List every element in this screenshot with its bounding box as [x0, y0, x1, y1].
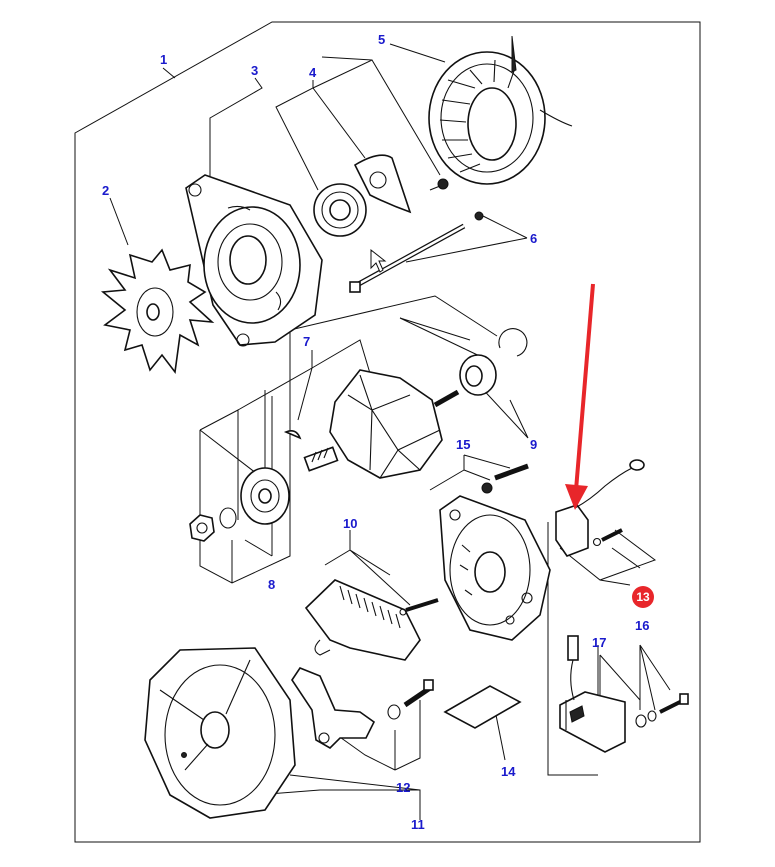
gasket — [443, 685, 522, 729]
retainer-screw — [429, 178, 449, 191]
bracket-screw — [481, 463, 529, 494]
woodruff-key — [283, 430, 302, 440]
callout-14: 14 — [501, 764, 516, 779]
regulator-screw — [635, 693, 689, 728]
front-bearing — [313, 183, 367, 237]
callout-17: 17 — [592, 635, 606, 650]
callout-16: 16 — [635, 618, 649, 633]
callout-13-badge — [632, 586, 654, 608]
highlight-arrow — [565, 283, 595, 510]
cooling-fan — [100, 248, 215, 375]
suppressor-capacitor — [555, 459, 645, 557]
mouse-cursor-icon — [370, 248, 387, 273]
callout-2: 2 — [102, 183, 109, 198]
slip-ring-end-housing — [439, 495, 551, 641]
rotor — [303, 369, 460, 479]
lock-washer — [219, 507, 237, 529]
callout-11: 11 — [411, 817, 425, 832]
callout-4: 4 — [309, 65, 317, 80]
bracket-bolt — [387, 679, 434, 720]
bearing-retainer-plate — [353, 154, 412, 214]
callout-7: 7 — [303, 334, 310, 349]
callout-13: 13 — [636, 590, 650, 604]
mounting-bracket — [291, 667, 376, 749]
leader-lines — [109, 43, 671, 820]
stator — [428, 35, 573, 185]
callout-3: 3 — [251, 63, 258, 78]
callout-1: 1 — [160, 52, 167, 67]
callout-9: 9 — [530, 437, 537, 452]
rear-cover — [144, 647, 296, 819]
callout-labels: 1 2 3 4 5 6 7 8 9 10 11 12 13 14 15 16 1… — [102, 32, 654, 832]
rear-bearing — [459, 354, 497, 396]
through-bolt — [349, 211, 484, 293]
callout-12: 12 — [396, 780, 410, 795]
callout-15: 15 — [456, 437, 470, 452]
spacer-disc — [240, 467, 290, 525]
circlip — [498, 328, 528, 357]
voltage-regulator — [559, 635, 626, 753]
callout-8: 8 — [268, 577, 275, 592]
assembly-frame — [74, 21, 701, 843]
rectifier-bridge — [304, 579, 439, 661]
drive-end-housing — [185, 174, 323, 347]
callout-6: 6 — [530, 231, 537, 246]
callout-5: 5 — [378, 32, 385, 47]
callout-10: 10 — [343, 516, 357, 531]
pulley-nut — [189, 514, 215, 542]
